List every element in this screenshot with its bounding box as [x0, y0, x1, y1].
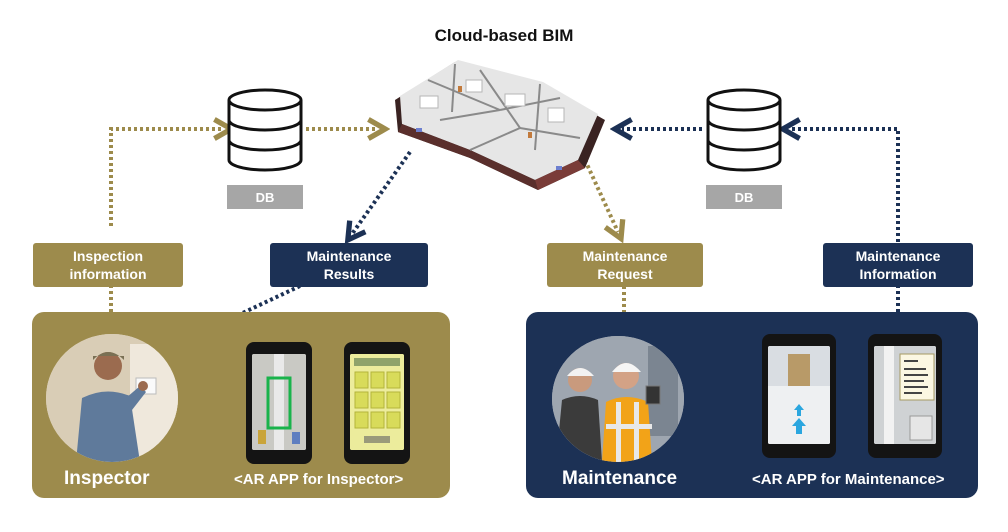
maintenance-caption: Maintenance: [562, 468, 678, 489]
db-label-right: DB: [706, 185, 782, 209]
inspector-panel: Inspector <AR: [32, 312, 450, 498]
inspector-app-phone-2: [344, 342, 410, 464]
maintenance-app-phone-2: [868, 334, 942, 458]
maintenance-request-arrow: [583, 159, 624, 326]
db-label-left: DB: [227, 185, 303, 209]
maintenance-app-caption: <AR APP for Maintenance>: [752, 471, 945, 488]
inspector-photo: [46, 334, 178, 462]
database-icon: [706, 88, 782, 172]
maintenance-app-phone-1: [762, 334, 836, 458]
diagram-title: Cloud-based BIM: [434, 26, 574, 45]
maintenance-worker-photo: [552, 336, 684, 462]
bim-building-model: [395, 60, 605, 190]
maintenance-panel: Maintenance: [526, 312, 978, 498]
maintenance-info-arrow: [622, 129, 900, 312]
inspector-app-phone-1: [246, 342, 312, 464]
inspector-app-caption: <AR APP for Inspector>: [234, 471, 404, 488]
database-icon: [227, 88, 303, 172]
inspector-caption: Inspector: [64, 468, 150, 489]
